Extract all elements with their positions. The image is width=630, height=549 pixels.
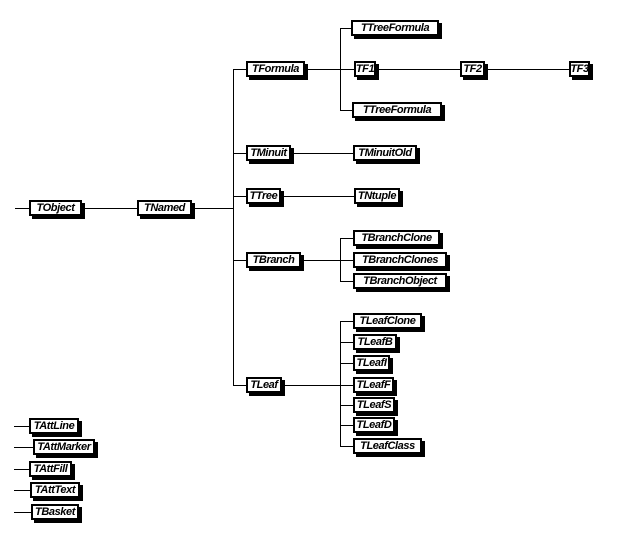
class-box-ttreeformula-bottom[interactable]: TTreeFormula [352,102,442,118]
connector-line-horizontal [15,208,29,209]
connector-line-horizontal [14,469,29,470]
connector-line-horizontal [281,196,354,197]
class-box-tattline[interactable]: TAttLine [29,418,79,434]
connector-line-horizontal [192,208,233,209]
class-box-tleafi[interactable]: TLeafI [353,355,390,371]
class-box-tleafd[interactable]: TLeafD [353,417,395,433]
class-box-ttreeformula-top[interactable]: TTreeFormula [351,20,439,36]
class-box-tobject[interactable]: TObject [29,200,82,216]
connector-line-vertical [340,238,341,281]
connector-line-horizontal [340,446,353,447]
connector-line-horizontal [340,238,353,239]
class-box-tminuitold[interactable]: TMinuitOld [353,145,417,161]
connector-line-horizontal [376,69,460,70]
class-box-tbranchobject[interactable]: TBranchObject [353,273,447,289]
class-box-tbranchclone[interactable]: TBranchClone [353,230,440,246]
class-box-tleafclone[interactable]: TLeafClone [353,313,422,329]
connector-line-horizontal [82,208,137,209]
connector-line-vertical [340,28,341,110]
connector-line-horizontal [233,385,246,386]
class-box-tleaff[interactable]: TLeafF [353,377,394,393]
class-box-tbasket[interactable]: TBasket [31,504,79,520]
class-box-tformula[interactable]: TFormula [246,61,305,77]
connector-line-horizontal [233,260,246,261]
connector-line-horizontal [14,426,29,427]
connector-line-vertical [233,69,234,385]
class-box-tf3[interactable]: TF3 [569,61,590,77]
connector-line-horizontal [340,28,351,29]
connector-line-horizontal [282,385,353,386]
class-box-tattfill[interactable]: TAttFill [29,461,72,477]
class-box-tleafclass[interactable]: TLeafClass [353,438,422,454]
connector-line-horizontal [340,110,352,111]
class-box-tntuple[interactable]: TNtuple [354,188,400,204]
class-box-tleafs[interactable]: TLeafS [353,397,395,413]
class-box-tatttext[interactable]: TAttText [30,482,80,498]
connector-line-horizontal [301,260,353,261]
connector-line-horizontal [340,342,353,343]
connector-line-horizontal [14,512,31,513]
connector-line-horizontal [233,153,246,154]
class-box-tbranchclones[interactable]: TBranchClones [353,252,447,268]
connector-line-horizontal [485,69,569,70]
class-box-tf1[interactable]: TF1 [354,61,376,77]
connector-line-horizontal [340,405,353,406]
connector-line-vertical [340,321,341,446]
connector-line-horizontal [233,196,246,197]
connector-line-horizontal [340,321,353,322]
class-box-tattmarker[interactable]: TAttMarker [33,439,95,455]
class-box-tf2[interactable]: TF2 [460,61,485,77]
connector-line-horizontal [340,281,353,282]
connector-line-horizontal [233,69,246,70]
class-box-tleafb[interactable]: TLeafB [353,334,397,350]
connector-line-horizontal [291,153,353,154]
connector-line-horizontal [340,425,353,426]
class-box-tbranch[interactable]: TBranch [246,252,301,268]
class-box-ttree[interactable]: TTree [246,188,281,204]
connector-line-horizontal [14,447,33,448]
class-box-tnamed[interactable]: TNamed [137,200,192,216]
class-box-tleaf[interactable]: TLeaf [246,377,282,393]
connector-line-horizontal [340,363,353,364]
connector-line-horizontal [14,490,30,491]
connector-line-horizontal [305,69,354,70]
class-box-tminuit[interactable]: TMinuit [246,145,291,161]
